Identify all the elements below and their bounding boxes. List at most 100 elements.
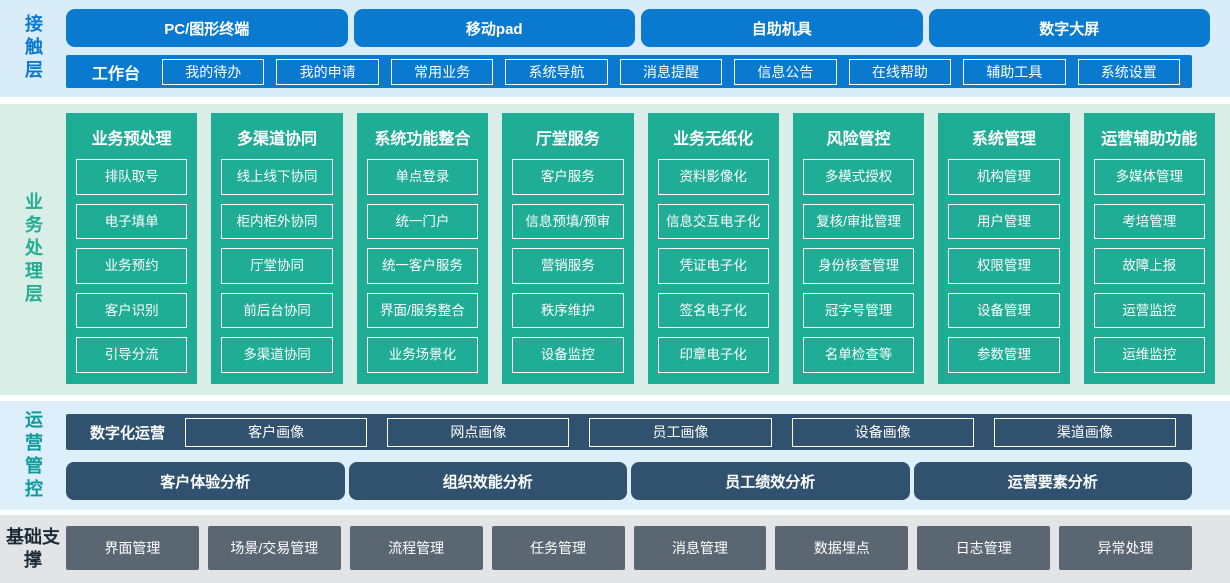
business-column: 厅堂服务 客户服务信息预填/预审营销服务秩序维护设备监控 [502,113,634,384]
business-item: 故障上报 [1093,248,1205,284]
digital-ops-item: 网点画像 [387,417,570,447]
business-item: 统一客户服务 [366,248,479,284]
terminal-box: 移动pad [353,9,635,47]
business-item: 业务场景化 [366,337,479,373]
business-column-items: 客户服务信息预填/预审营销服务秩序维护设备监控 [512,159,624,373]
business-column-items: 单点登录统一门户统一客户服务界面/服务整合业务场景化 [366,159,479,373]
digital-ops-items: 客户画像网点画像员工画像设备画像渠道画像 [185,417,1177,447]
business-column-title: 厅堂服务 [535,131,600,148]
business-item: 资料影像化 [657,159,769,195]
business-item: 多模式授权 [802,159,915,195]
digital-ops-item: 设备画像 [791,417,974,447]
foundation-item: 流程管理 [349,526,483,570]
business-column-items: 资料影像化信息交互电子化凭证电子化签名电子化印章电子化 [657,159,769,373]
business-layer: 业务处理层 业务预处理 排队取号电子填单业务预约客户识别引导分流 多渠道协同 线… [0,104,1230,395]
business-item: 印章电子化 [657,337,769,373]
business-layer-label: 业务处理层 [23,192,43,307]
workbench-item: 常用业务 [390,58,494,85]
business-item: 凭证电子化 [657,248,769,284]
business-item: 权限管理 [948,248,1060,284]
digital-ops-item: 客户画像 [185,417,368,447]
workbench-items: 我的待办我的申请常用业务系统导航消息提醒信息公告在线帮助辅助工具系统设置 [162,58,1180,85]
operations-layer: 运营管控 数字化运营 客户画像网点画像员工画像设备画像渠道画像 客户体验分析组织… [0,401,1230,510]
business-item: 柜内柜外协同 [221,203,333,240]
business-item: 秩序维护 [512,292,624,329]
workbench-item: 信息公告 [734,58,837,85]
workbench-item: 系统导航 [505,58,608,85]
business-item: 多媒体管理 [1093,159,1205,195]
business-item: 统一门户 [366,203,479,240]
business-item: 设备管理 [948,292,1060,329]
foundation-item: 任务管理 [491,526,625,570]
business-item: 冠字号管理 [802,292,915,329]
foundation-item: 场景/交易管理 [207,526,341,570]
foundation-item: 异常处理 [1059,526,1192,570]
business-item: 厅堂协同 [221,248,333,284]
analysis-box: 组织效能分析 [348,462,627,500]
business-item: 线上线下协同 [221,159,333,195]
business-columns: 业务预处理 排队取号电子填单业务预约客户识别引导分流 多渠道协同 线上线下协同柜… [66,113,1215,384]
business-item: 签名电子化 [657,292,769,329]
foundation-row: 界面管理场景/交易管理流程管理任务管理消息管理数据埋点日志管理异常处理 [66,526,1192,570]
foundation-item: 界面管理 [66,526,199,570]
business-item: 前后台协同 [221,292,333,329]
business-column-title: 运营辅助功能 [1101,131,1198,148]
business-column-items: 多媒体管理考培管理故障上报运营监控运维监控 [1093,159,1205,373]
business-item: 营销服务 [512,248,624,284]
analysis-box: 运营要素分析 [913,462,1192,500]
business-item: 考培管理 [1093,203,1205,240]
business-item: 参数管理 [948,337,1060,373]
business-column-title: 系统功能整合 [374,131,471,148]
business-column: 多渠道协同 线上线下协同柜内柜外协同厅堂协同前后台协同多渠道协同 [211,113,343,384]
business-item: 名单检查等 [802,337,915,373]
business-item: 业务预约 [76,248,188,284]
workbench-label: 工作台 [92,65,141,83]
digital-ops-item: 渠道画像 [993,417,1177,447]
business-item: 客户识别 [76,292,188,329]
business-item: 客户服务 [512,159,624,195]
business-item: 机构管理 [948,159,1060,195]
business-item: 信息预填/预审 [512,203,624,240]
business-item: 信息交互电子化 [657,203,769,240]
business-item: 运维监控 [1093,337,1205,373]
business-column: 运营辅助功能 多媒体管理考培管理故障上报运营监控运维监控 [1083,113,1215,384]
foundation-layer: 基础支撑 界面管理场景/交易管理流程管理任务管理消息管理数据埋点日志管理异常处理 [0,515,1230,583]
foundation-item: 数据埋点 [775,526,909,570]
foundation-item: 日志管理 [917,526,1051,570]
analysis-box: 员工绩效分析 [631,462,910,500]
workbench-item: 辅助工具 [963,58,1066,85]
business-item: 用户管理 [948,203,1060,240]
business-item: 身份核查管理 [802,248,915,284]
terminal-box: PC/图形终端 [66,9,348,47]
business-item: 运营监控 [1093,292,1205,329]
business-item: 排队取号 [76,159,188,195]
workbench-item: 我的申请 [276,58,379,85]
business-column: 风险管控 多模式授权复核/审批管理身份核查管理冠字号管理名单检查等 [792,113,925,384]
business-column: 业务无纸化 资料影像化信息交互电子化凭证电子化签名电子化印章电子化 [647,113,779,384]
analysis-box: 客户体验分析 [66,462,345,500]
foundation-item: 消息管理 [633,526,767,570]
contact-layer-label: 接触层 [23,14,43,83]
business-item: 界面/服务整合 [366,292,479,329]
business-column-items: 多模式授权复核/审批管理身份核查管理冠字号管理名单检查等 [802,159,915,373]
business-column-title: 业务预处理 [91,131,172,148]
business-item: 设备监控 [512,337,624,373]
business-column-items: 排队取号电子填单业务预约客户识别引导分流 [76,159,188,373]
analysis-row: 客户体验分析组织效能分析员工绩效分析运营要素分析 [66,462,1192,500]
workbench-item: 我的待办 [162,58,265,85]
digital-ops-label: 数字化运营 [90,424,166,442]
foundation-layer-label: 基础支撑 [6,526,60,570]
business-item: 引导分流 [76,337,188,373]
business-column: 业务预处理 排队取号电子填单业务预约客户识别引导分流 [66,113,198,384]
business-column: 系统管理 机构管理用户管理权限管理设备管理参数管理 [938,113,1070,384]
business-item: 多渠道协同 [221,337,333,373]
business-column-title: 业务无纸化 [673,131,754,148]
workbench-bar: 工作台 我的待办我的申请常用业务系统导航消息提醒信息公告在线帮助辅助工具系统设置 [66,55,1192,88]
operations-layer-label: 运营管控 [23,409,43,502]
terminal-box: 自助机具 [641,9,923,47]
business-column-title: 风险管控 [826,131,891,148]
business-column-title: 多渠道协同 [237,131,318,148]
workbench-item: 消息提醒 [619,58,723,85]
